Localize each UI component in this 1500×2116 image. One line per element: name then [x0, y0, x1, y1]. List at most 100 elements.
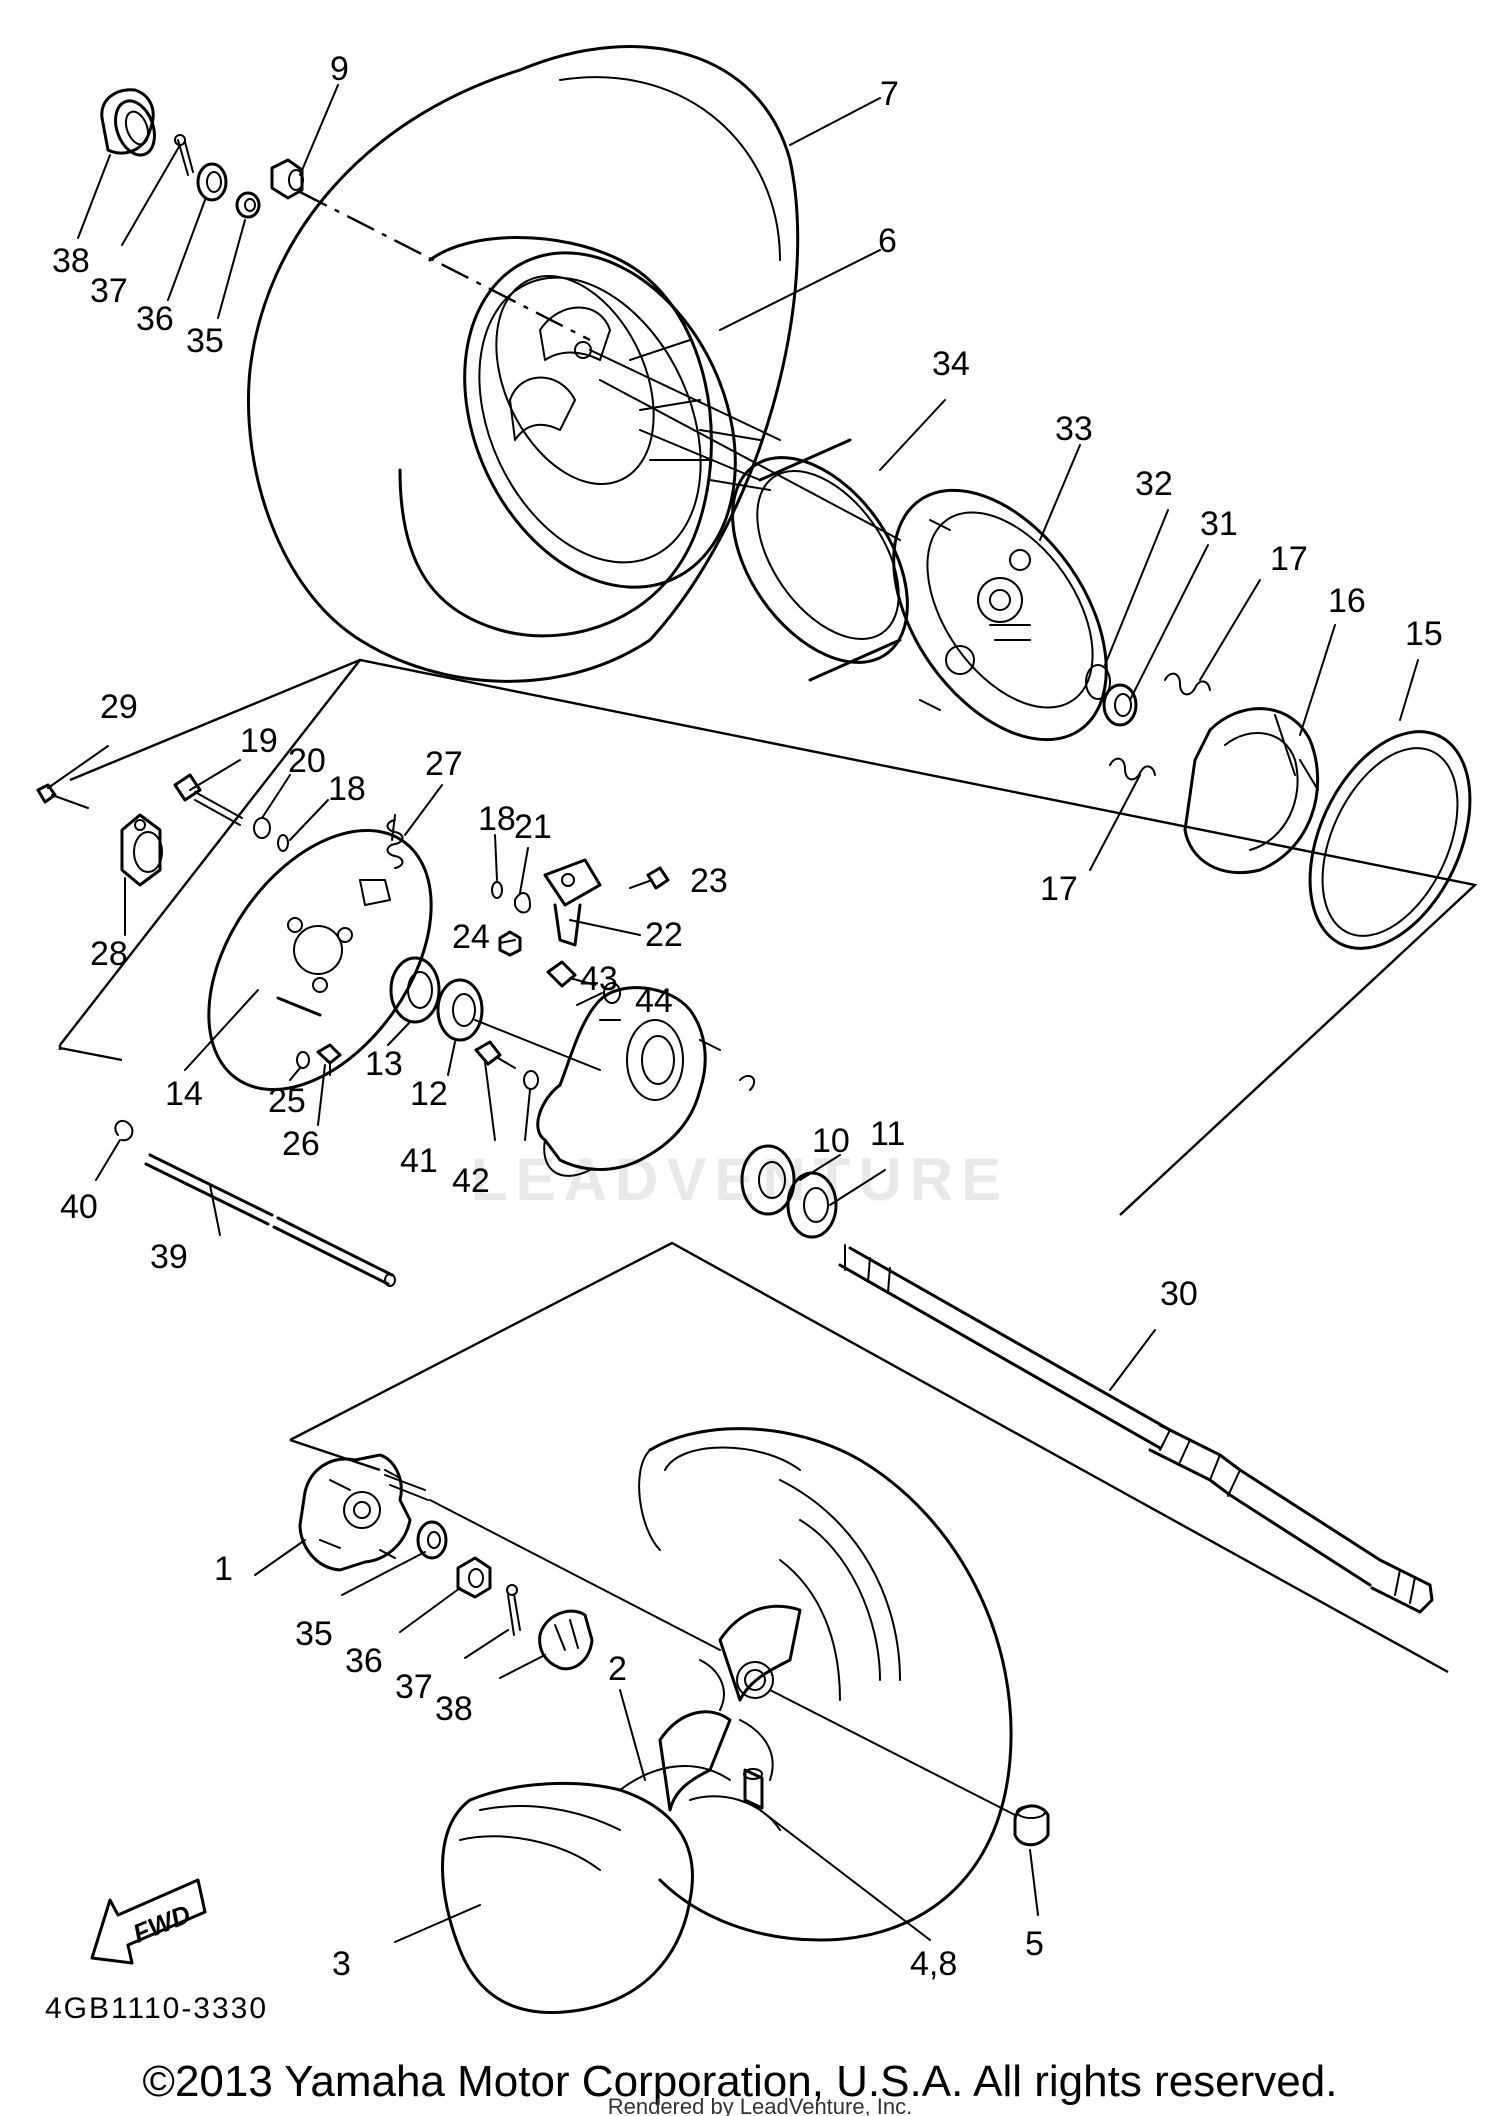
- lug-nut-line: [769, 1689, 1016, 1816]
- washer-42: [523, 1070, 539, 1090]
- callout-40: 40: [60, 1188, 98, 1226]
- callout-18-left: 18: [328, 770, 366, 808]
- callout-36-bottom: 36: [345, 1642, 383, 1680]
- callout-10: 10: [812, 1122, 850, 1160]
- top-axle-nut-stack: [100, 88, 304, 219]
- seal-ring-15: [1308, 730, 1472, 950]
- cam-lever-22: [543, 858, 602, 947]
- callout-42: 42: [452, 1162, 490, 1200]
- callout-30: 30: [1160, 1275, 1198, 1313]
- callout-14: 14: [165, 1075, 203, 1113]
- callout-17-upper: 17: [1270, 540, 1308, 578]
- callout-36-top: 36: [136, 300, 174, 338]
- callout-12: 12: [410, 1075, 448, 1113]
- top-wheel-assembly: [247, 45, 800, 683]
- callout-20: 20: [288, 742, 326, 780]
- rendered-by-notice: Rendered by LeadVenture, Inc.: [608, 2094, 913, 2116]
- callout-32: 32: [1135, 465, 1173, 503]
- callout-4-8: 4,8: [910, 1945, 957, 1983]
- washer-44: [603, 982, 621, 1004]
- brake-drum-34: [731, 438, 909, 682]
- axle-centerline-top: [299, 190, 591, 342]
- spring-27: [386, 814, 404, 869]
- seal-31: [1102, 683, 1138, 727]
- wheel-hub-1: [298, 1453, 429, 1572]
- callout-28: 28: [90, 935, 128, 973]
- watermark: LEADVENTURE: [471, 1146, 1009, 1213]
- callout-18-right: 18: [478, 800, 516, 838]
- callout-11: 11: [870, 1115, 905, 1153]
- flange-28: [120, 813, 163, 887]
- fwd-arrow: FWD: [90, 1878, 207, 1965]
- callout-38-bottom: 38: [435, 1690, 473, 1728]
- callout-24: 24: [452, 918, 490, 956]
- o-ring-18-right: [491, 881, 503, 899]
- callout-23: 23: [690, 862, 728, 900]
- callout-5: 5: [1025, 1925, 1044, 1963]
- callout-34: 34: [932, 345, 970, 383]
- callout-1: 1: [214, 1550, 233, 1588]
- callout-7: 7: [880, 75, 899, 113]
- o-ring-18-left: [277, 834, 289, 852]
- callout-22: 22: [645, 916, 683, 954]
- callout-19: 19: [240, 722, 278, 760]
- callout-33: 33: [1055, 410, 1093, 448]
- callout-35-bottom: 35: [295, 1615, 333, 1653]
- panel-to-housing-line: [474, 1019, 601, 1071]
- callout-17-lower: 17: [1040, 870, 1078, 908]
- callout-13: 13: [365, 1045, 403, 1083]
- assembly-frame-lower: [289, 1241, 1449, 1674]
- clip-21: [514, 892, 531, 914]
- callout-37-bottom: 37: [395, 1668, 433, 1706]
- callout-38-top: 38: [52, 242, 90, 280]
- spring-17-upper: [1164, 672, 1211, 696]
- clip-40: [114, 1119, 134, 1142]
- callout-43: 43: [580, 960, 618, 998]
- bolt-23: [629, 866, 670, 890]
- callout-9: 9: [330, 50, 349, 88]
- bolt-41: [474, 1040, 516, 1069]
- callout-16: 16: [1328, 582, 1366, 620]
- washer-20: [253, 817, 271, 839]
- callout-15: 15: [1405, 615, 1443, 653]
- bolt-19: [173, 773, 243, 826]
- brake-panel-14: [207, 828, 433, 1092]
- callout-2: 2: [608, 1650, 627, 1688]
- callout-44: 44: [635, 982, 673, 1020]
- assembly-frame-lower-left: [289, 1438, 381, 1472]
- nut-24: [498, 930, 522, 957]
- callout-31: 31: [1200, 505, 1238, 543]
- brake-hub-33: [892, 488, 1108, 742]
- callout-21: 21: [514, 808, 552, 846]
- axle-housing: [536, 986, 756, 1177]
- lug-nut-5: [1013, 1804, 1050, 1847]
- assembly-frame-left: [59, 658, 361, 1062]
- callout-29: 29: [100, 688, 138, 726]
- bolt-43: [546, 960, 596, 988]
- axle-shaft-30: [838, 1244, 1434, 1614]
- callout-25: 25: [268, 1082, 306, 1120]
- copyright-notice: ©2013 Yamaha Motor Corporation, U.S.A. A…: [143, 2057, 1338, 2106]
- brake-shoe-16: [1183, 707, 1320, 875]
- callout-37-top: 37: [90, 272, 128, 310]
- drawing-code: 4GB1110-3330: [45, 1992, 268, 2025]
- bolt-26: [316, 1043, 342, 1076]
- bottom-nut-stack: [416, 1520, 594, 1671]
- bearing-10: [740, 1144, 796, 1216]
- callout-41: 41: [400, 1142, 438, 1180]
- bolt-29: [36, 783, 89, 809]
- spring-17-lower: [1109, 757, 1156, 781]
- callout-26: 26: [282, 1125, 320, 1163]
- o-ring-32: [1085, 664, 1111, 700]
- callout-27: 27: [425, 745, 463, 783]
- callout-numbers: 9 7 6 38 37 36 35 34 33 32 31 17 16 15 1…: [52, 50, 1443, 1983]
- callout-3: 3: [332, 1945, 351, 1983]
- axle-line-1: [589, 349, 901, 541]
- bearing-13: [389, 956, 441, 1024]
- leader-lines: [47, 84, 1419, 1943]
- callout-39: 39: [150, 1238, 188, 1276]
- hub-axle-line: [429, 1499, 721, 1651]
- callout-6: 6: [878, 222, 897, 260]
- bottom-wheel-assembly: [441, 1427, 1013, 2014]
